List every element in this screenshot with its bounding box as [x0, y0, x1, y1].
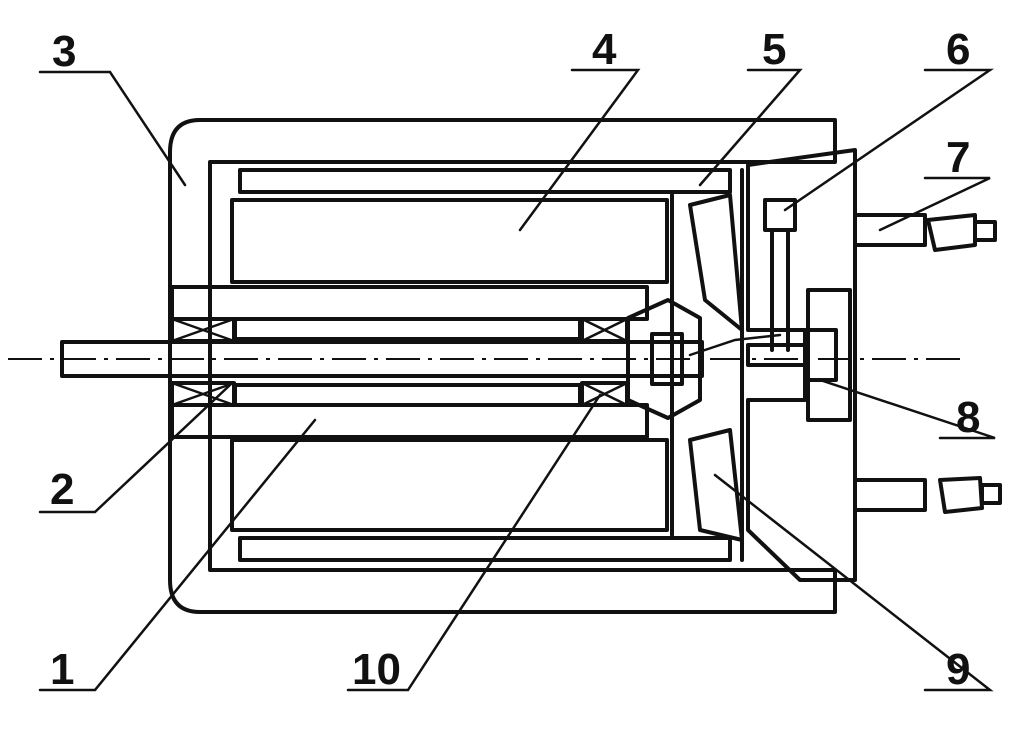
bearing-left — [170, 317, 236, 407]
lead-wire — [688, 333, 782, 357]
callout-8: 8 — [956, 393, 981, 442]
callout-6: 6 — [946, 25, 971, 74]
spring-blade — [688, 193, 744, 542]
cable-top — [853, 213, 997, 252]
callout-1: 1 — [50, 645, 75, 694]
magnet-bottom — [230, 438, 669, 532]
coil-winding-top — [238, 168, 732, 194]
callout-7: 7 — [946, 133, 971, 182]
terminal-pin — [746, 198, 810, 367]
callout-9: 9 — [946, 645, 971, 694]
callout-2: 2 — [50, 465, 75, 514]
sleeve-top — [233, 317, 582, 341]
cable-bottom — [853, 476, 1002, 514]
callout-3: 3 — [52, 27, 77, 76]
magnet-top — [230, 198, 669, 284]
sleeve-bottom — [233, 383, 582, 407]
callout-10: 10 — [352, 645, 401, 694]
callout-4: 4 — [592, 25, 617, 74]
rotor-disc — [626, 298, 702, 420]
coil-winding-bottom — [238, 536, 732, 562]
leader-lines — [38, 68, 996, 692]
bearing-right — [580, 317, 629, 407]
tube-top — [170, 285, 649, 321]
callout-5: 5 — [762, 25, 787, 74]
